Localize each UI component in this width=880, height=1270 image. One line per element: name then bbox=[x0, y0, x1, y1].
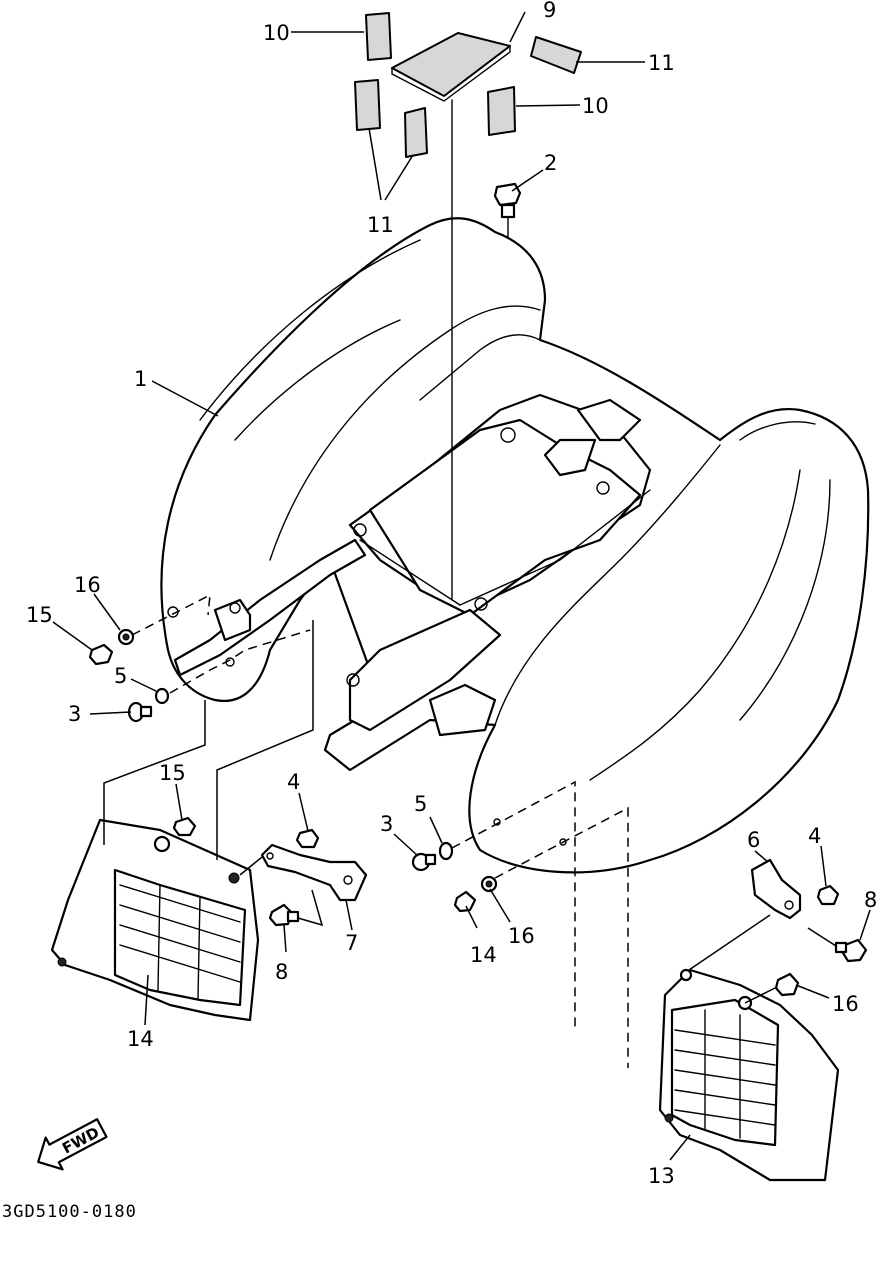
seal-pad-11-left-a bbox=[354, 79, 381, 131]
nut-4-right bbox=[816, 884, 840, 906]
screw-3-right bbox=[411, 852, 437, 872]
callout-5-left: 5 bbox=[114, 664, 127, 688]
seal-pad-11-right bbox=[530, 36, 582, 74]
seal-pad-10-left bbox=[365, 12, 392, 61]
callout-9: 9 bbox=[543, 0, 556, 22]
mud-flap-13-left bbox=[50, 818, 260, 1022]
callout-14-right: 14 bbox=[470, 943, 497, 967]
screw-3-left bbox=[127, 701, 153, 723]
nut-4-left bbox=[295, 828, 320, 849]
callout-15-left: 15 bbox=[159, 761, 186, 785]
callout-13: 14 bbox=[127, 1027, 154, 1051]
callout-5-right: 5 bbox=[414, 792, 427, 816]
washer-5-left bbox=[154, 687, 170, 705]
callout-10-right: 10 bbox=[582, 94, 609, 118]
seal-pad-11-left-b bbox=[404, 107, 428, 158]
seal-pad-9 bbox=[391, 32, 511, 102]
nut-15-left bbox=[172, 816, 197, 837]
callout-3-left: 3 bbox=[68, 702, 81, 726]
callout-labels: 10 9 11 10 11 2 1 16 15 5 3 15 4 5 3 6 4… bbox=[26, 0, 877, 1188]
callout-11-right: 11 bbox=[648, 51, 675, 75]
nut-15-right bbox=[774, 972, 800, 997]
flange-bolt-14-left bbox=[88, 643, 114, 666]
bolt-8-left bbox=[268, 903, 300, 927]
callout-4-left: 4 bbox=[287, 770, 300, 794]
callout-11-left: 11 bbox=[367, 213, 394, 237]
callout-1: 1 bbox=[134, 367, 147, 391]
washer-16-left bbox=[117, 628, 135, 646]
diagram-code: 3GD5100-0180 bbox=[2, 1202, 137, 1222]
forward-direction-arrow: FWD bbox=[37, 1118, 108, 1171]
bolt-8-right bbox=[834, 938, 868, 963]
callout-leaders bbox=[52, 11, 871, 1161]
seal-pad-10-right bbox=[487, 86, 516, 136]
callout-2: 2 bbox=[544, 151, 557, 175]
callout-16-left: 16 bbox=[74, 573, 101, 597]
bracket-7 bbox=[260, 843, 368, 902]
callout-3-right: 3 bbox=[380, 812, 393, 836]
callout-4-right: 4 bbox=[808, 824, 821, 848]
callout-8-left: 8 bbox=[275, 960, 288, 984]
callout-15-right: 16 bbox=[832, 992, 859, 1016]
callout-10-left: 10 bbox=[263, 21, 290, 45]
callout-14-left: 15 bbox=[26, 603, 53, 627]
callout-6: 6 bbox=[747, 828, 760, 852]
callout-7: 7 bbox=[345, 931, 358, 955]
callout-16-right: 16 bbox=[508, 924, 535, 948]
bracket-6 bbox=[750, 858, 802, 920]
washer-5-right bbox=[438, 841, 454, 861]
flange-bolt-14-right bbox=[453, 890, 477, 913]
callout-8-right: 8 bbox=[864, 888, 877, 912]
washer-16-right bbox=[480, 875, 498, 893]
rear-fender bbox=[160, 99, 870, 874]
callout-12: 13 bbox=[648, 1164, 675, 1188]
mud-flap-12-right bbox=[658, 968, 840, 1182]
